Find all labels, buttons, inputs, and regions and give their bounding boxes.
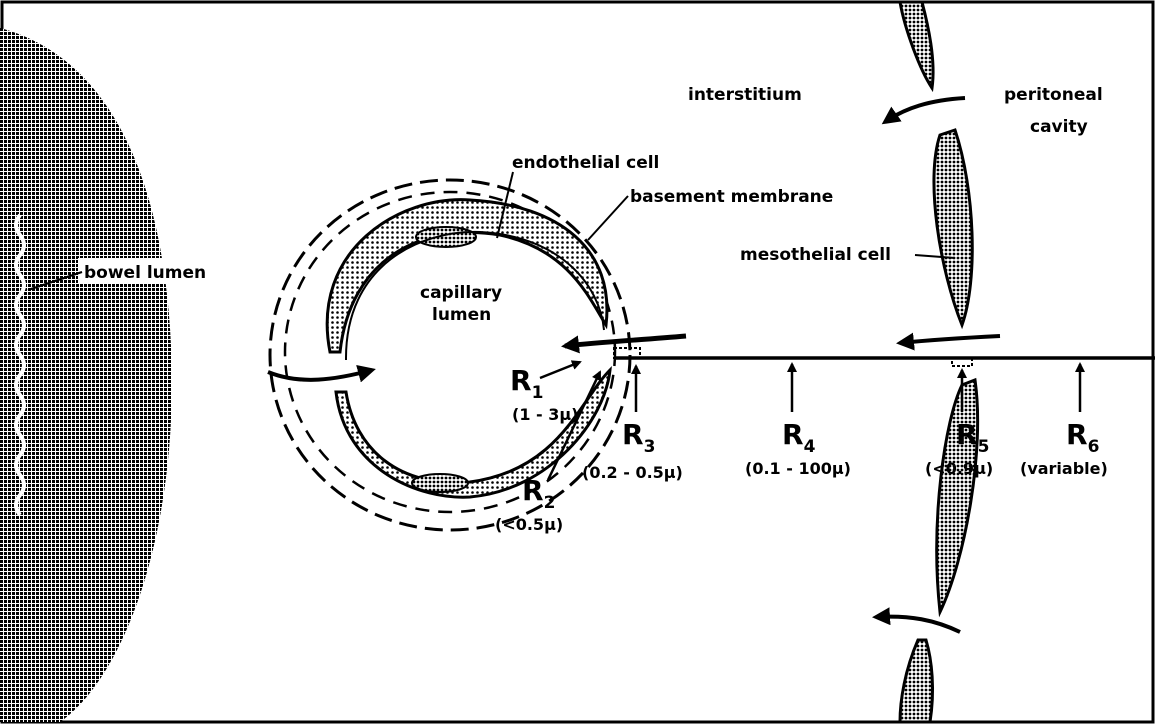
mesothelial-cell-3	[937, 380, 978, 612]
interstitium-to-capillary-arrow	[565, 336, 686, 346]
cavity-to-interstitium-arrow-top	[885, 98, 965, 122]
peritoneal-cavity-label-line1: peritoneal	[1004, 85, 1103, 105]
capillary	[270, 180, 630, 530]
endothelial-nucleus-upper	[416, 227, 476, 247]
r1-size: (1 - 3μ)	[512, 405, 578, 424]
bowel-lumen-label: bowel lumen	[84, 263, 206, 283]
basement-membrane-leader	[588, 196, 628, 240]
mesothelial-cell-label: mesothelial cell	[740, 245, 891, 265]
capillary-lumen-label-line1: capillary	[420, 283, 502, 303]
cavity-to-interstitium-arrow-middle	[900, 336, 1000, 343]
peritoneal-cavity-label-line2: cavity	[1030, 117, 1088, 137]
mesothelial-cell-2	[934, 130, 972, 325]
resistance-r4: R4 (0.1 - 100μ)	[745, 364, 851, 478]
endothelial-nucleus-lower	[412, 474, 468, 492]
endothelial-cell-lower	[336, 370, 610, 497]
r6-symbol: R6	[1066, 418, 1099, 457]
r3-symbol: R3	[622, 418, 655, 457]
resistance-r1: R1 (1 - 3μ)	[510, 362, 580, 424]
capillary-lumen-label-line2: lumen	[432, 305, 491, 325]
resistance-r6: R6 (variable)	[1020, 364, 1108, 478]
bowel-wall	[0, 28, 172, 722]
endothelial-cell-upper	[327, 200, 607, 352]
r1-symbol: R1	[510, 364, 543, 403]
basement-membrane-label: basement membrane	[630, 187, 833, 207]
r1-arrow	[540, 362, 580, 378]
r6-size: (variable)	[1020, 459, 1108, 478]
interstitium-label: interstitium	[688, 85, 802, 105]
mesothelial-cell-4	[900, 640, 933, 722]
r3-size: (0.2 - 0.5μ)	[582, 463, 683, 482]
bowel-to-capillary-arrow	[268, 370, 372, 380]
r2-size: (<0.5μ)	[495, 515, 563, 534]
cavity-to-interstitium-arrow-bottom	[876, 617, 960, 632]
r5-size: (<0.9μ)	[925, 459, 993, 478]
r4-symbol: R4	[782, 418, 816, 457]
r4-size: (0.1 - 100μ)	[745, 459, 851, 478]
resistance-r5: R5 (<0.9μ)	[925, 370, 993, 478]
endothelial-cell-label: endothelial cell	[512, 153, 659, 173]
mesothelial-cell-1	[900, 2, 933, 88]
